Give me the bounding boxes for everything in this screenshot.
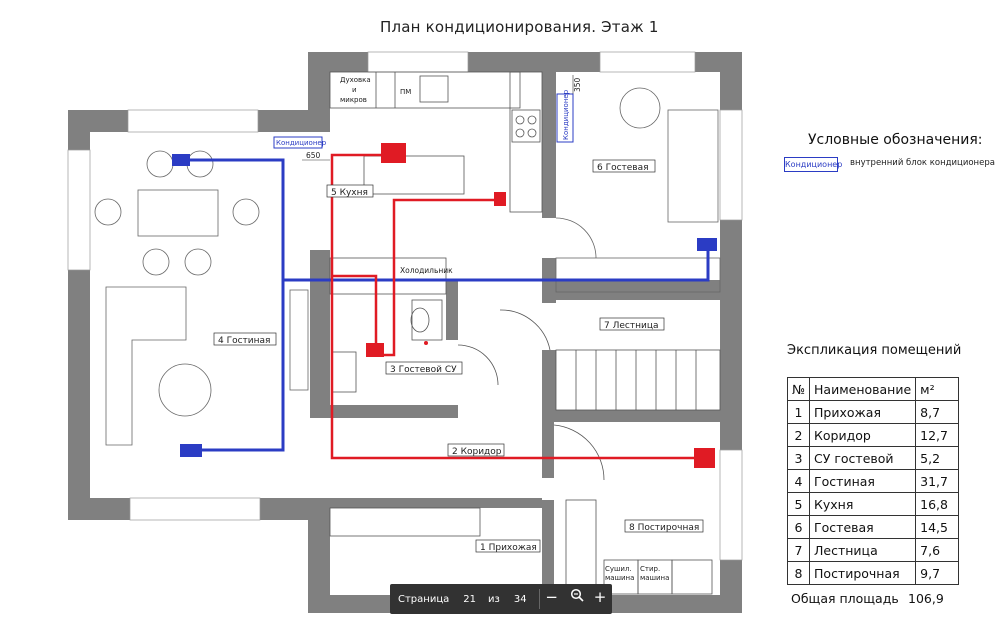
table-row: 5 Кухня 16,8 (786, 492, 960, 516)
oven-label-1: Духовка (340, 76, 371, 84)
row-area: 9,7 (915, 561, 960, 585)
row-area: 16,8 (915, 492, 960, 516)
zoom-out-button[interactable]: − (545, 588, 558, 606)
kitchen-counters (329, 71, 543, 295)
room-label-frames (213, 159, 704, 553)
table-row: 8 Постирочная 9,7 (786, 561, 960, 585)
table-row: 2 Коридор 12,7 (786, 423, 960, 447)
explication-title: Экспликация помещений (787, 343, 962, 358)
table-row: 6 Гостевая 14,5 (786, 515, 960, 539)
bathroom-fixtures (331, 299, 499, 393)
dryer-label-1: Сушил. (605, 565, 632, 573)
ac-units (172, 154, 717, 457)
row-name: Гостевая (809, 515, 917, 539)
room-label-guest: 6 Гостевая (597, 163, 649, 173)
toolbar-divider (538, 589, 540, 609)
drain-red-lines (330, 153, 700, 460)
row-num: 3 (786, 446, 811, 470)
dimension-350: 350 (573, 77, 582, 92)
guest-furniture (555, 87, 721, 293)
interior-walls (310, 72, 720, 595)
room-label-laundry: 8 Постирочная (629, 523, 699, 533)
row-num: 5 (786, 492, 811, 516)
table-row: 7 Лестница 7,6 (786, 538, 960, 562)
windows (67, 51, 743, 561)
room-label-living: 4 Гостиная (218, 336, 270, 346)
row-name: Постирочная (809, 561, 917, 585)
washer-label-1: Стир. (640, 565, 660, 573)
table-header-row: № Наименование м² (786, 377, 960, 401)
fridge-label: Холодильник (400, 266, 453, 275)
ac-tag-right: Кондиционер (562, 89, 570, 140)
row-area: 5,2 (915, 446, 960, 470)
row-area: 12,7 (915, 423, 960, 447)
washer-label-2: машина (640, 574, 669, 582)
ac-tag-left: Кондиционер (276, 139, 327, 147)
row-num: 6 (786, 515, 811, 539)
page-toolbar: Страница 21 из 34 − + (390, 584, 612, 614)
hall-fixtures (329, 424, 713, 596)
row-num: 7 (786, 538, 811, 562)
total-area-value: 106,9 (908, 591, 944, 606)
room-label-corridor: 2 Коридор (452, 447, 502, 457)
page-of-label: из (488, 593, 500, 605)
zoom-in-button[interactable]: + (593, 588, 607, 606)
current-page[interactable]: 21 (463, 593, 476, 605)
stairs (499, 309, 721, 411)
ac-blue-lines (180, 158, 710, 452)
row-num: 4 (786, 469, 811, 493)
row-area: 31,7 (915, 469, 960, 493)
row-name: Кухня (809, 492, 917, 516)
legend-ac-symbol: Кондиционер (784, 157, 842, 172)
drain-markers (366, 143, 715, 468)
row-name: СУ гостевой (809, 446, 917, 470)
row-name: Лестница (809, 538, 917, 562)
room-label-stairs: 7 Лестница (604, 321, 658, 331)
room-label-bathroom: 3 Гостевой СУ (390, 365, 457, 375)
header-name: Наименование (809, 377, 917, 401)
legend-heading: Условные обозначения: (808, 132, 983, 148)
oven-label-2: и (352, 86, 357, 94)
dishwasher-label: ПМ (400, 88, 411, 96)
row-name: Коридор (809, 423, 917, 447)
header-area: м² (915, 377, 960, 401)
magnifier-icon (570, 588, 584, 602)
row-name: Прихожая (809, 400, 917, 424)
legend-description: внутренний блок кондиционера (850, 158, 995, 168)
table-row: 4 Гостиная 31,7 (786, 469, 960, 493)
header-num: № (786, 377, 811, 401)
dimension-lines (302, 75, 574, 161)
room-label-kitchen: 5 Кухня (331, 188, 368, 198)
row-num: 1 (786, 400, 811, 424)
living-furniture (94, 150, 309, 446)
table-row: 1 Прихожая 8,7 (786, 400, 960, 424)
table-row: 3 СУ гостевой 5,2 (786, 446, 960, 470)
total-area-label: Общая площадь (791, 591, 899, 606)
row-num: 2 (786, 423, 811, 447)
oven-label-3: микров (340, 96, 367, 104)
page-label: Страница (398, 593, 450, 605)
explication-table: № Наименование м² 1 Прихожая 8,7 2 Корид… (786, 377, 960, 585)
ac-tag-frames (273, 93, 574, 149)
row-area: 7,6 (915, 538, 960, 562)
row-name: Гостиная (809, 469, 917, 493)
zoom-fit-button[interactable] (570, 588, 588, 610)
row-area: 14,5 (915, 515, 960, 539)
row-num: 8 (786, 561, 811, 585)
room-label-hall: 1 Прихожая (480, 543, 537, 553)
plan-title: План кондиционирования. Этаж 1 (380, 18, 659, 36)
row-area: 8,7 (915, 400, 960, 424)
dimension-650: 650 (306, 151, 321, 160)
total-pages: 34 (513, 593, 527, 605)
dryer-label-2: машина (605, 574, 634, 582)
